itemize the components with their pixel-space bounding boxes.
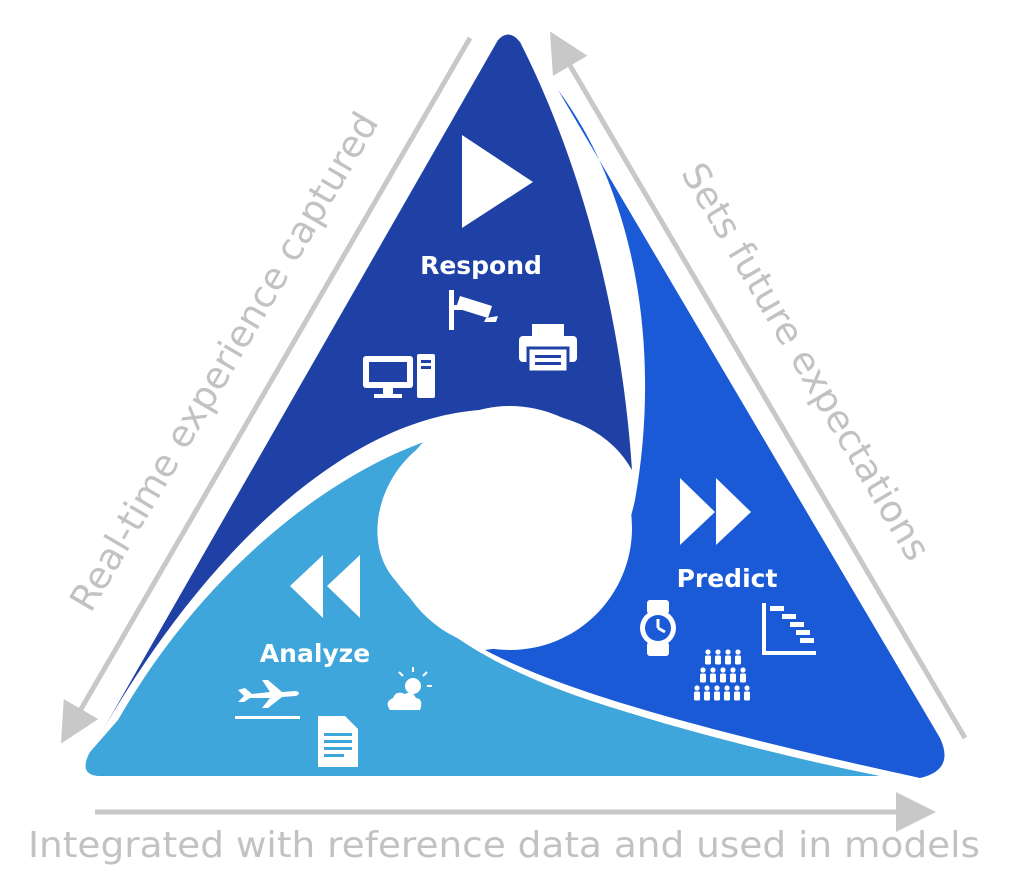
- security-camera-icon: [449, 290, 498, 330]
- airplane-icon: [235, 680, 300, 719]
- fast-forward-icon: [680, 478, 751, 545]
- predict-label: Predict: [677, 564, 778, 593]
- right-edge-arrow: [549, 31, 968, 740]
- crowd-icon: [694, 649, 750, 701]
- printer-icon: [519, 324, 577, 374]
- play-icon: [462, 135, 533, 228]
- desktop-computer-icon: [363, 354, 435, 398]
- bottom-edge-label: Integrated with reference data and used …: [28, 825, 980, 866]
- wristwatch-icon: [640, 600, 676, 656]
- document-icon: [318, 716, 358, 767]
- respond-label: Respond: [420, 251, 542, 280]
- analyze-label: Analyze: [260, 639, 370, 668]
- left-edge-arrow: [60, 36, 473, 744]
- rewind-icon: [290, 555, 360, 618]
- partly-cloudy-icon: [387, 667, 432, 710]
- center-circle: [388, 406, 632, 650]
- gantt-chart-icon: [762, 603, 816, 655]
